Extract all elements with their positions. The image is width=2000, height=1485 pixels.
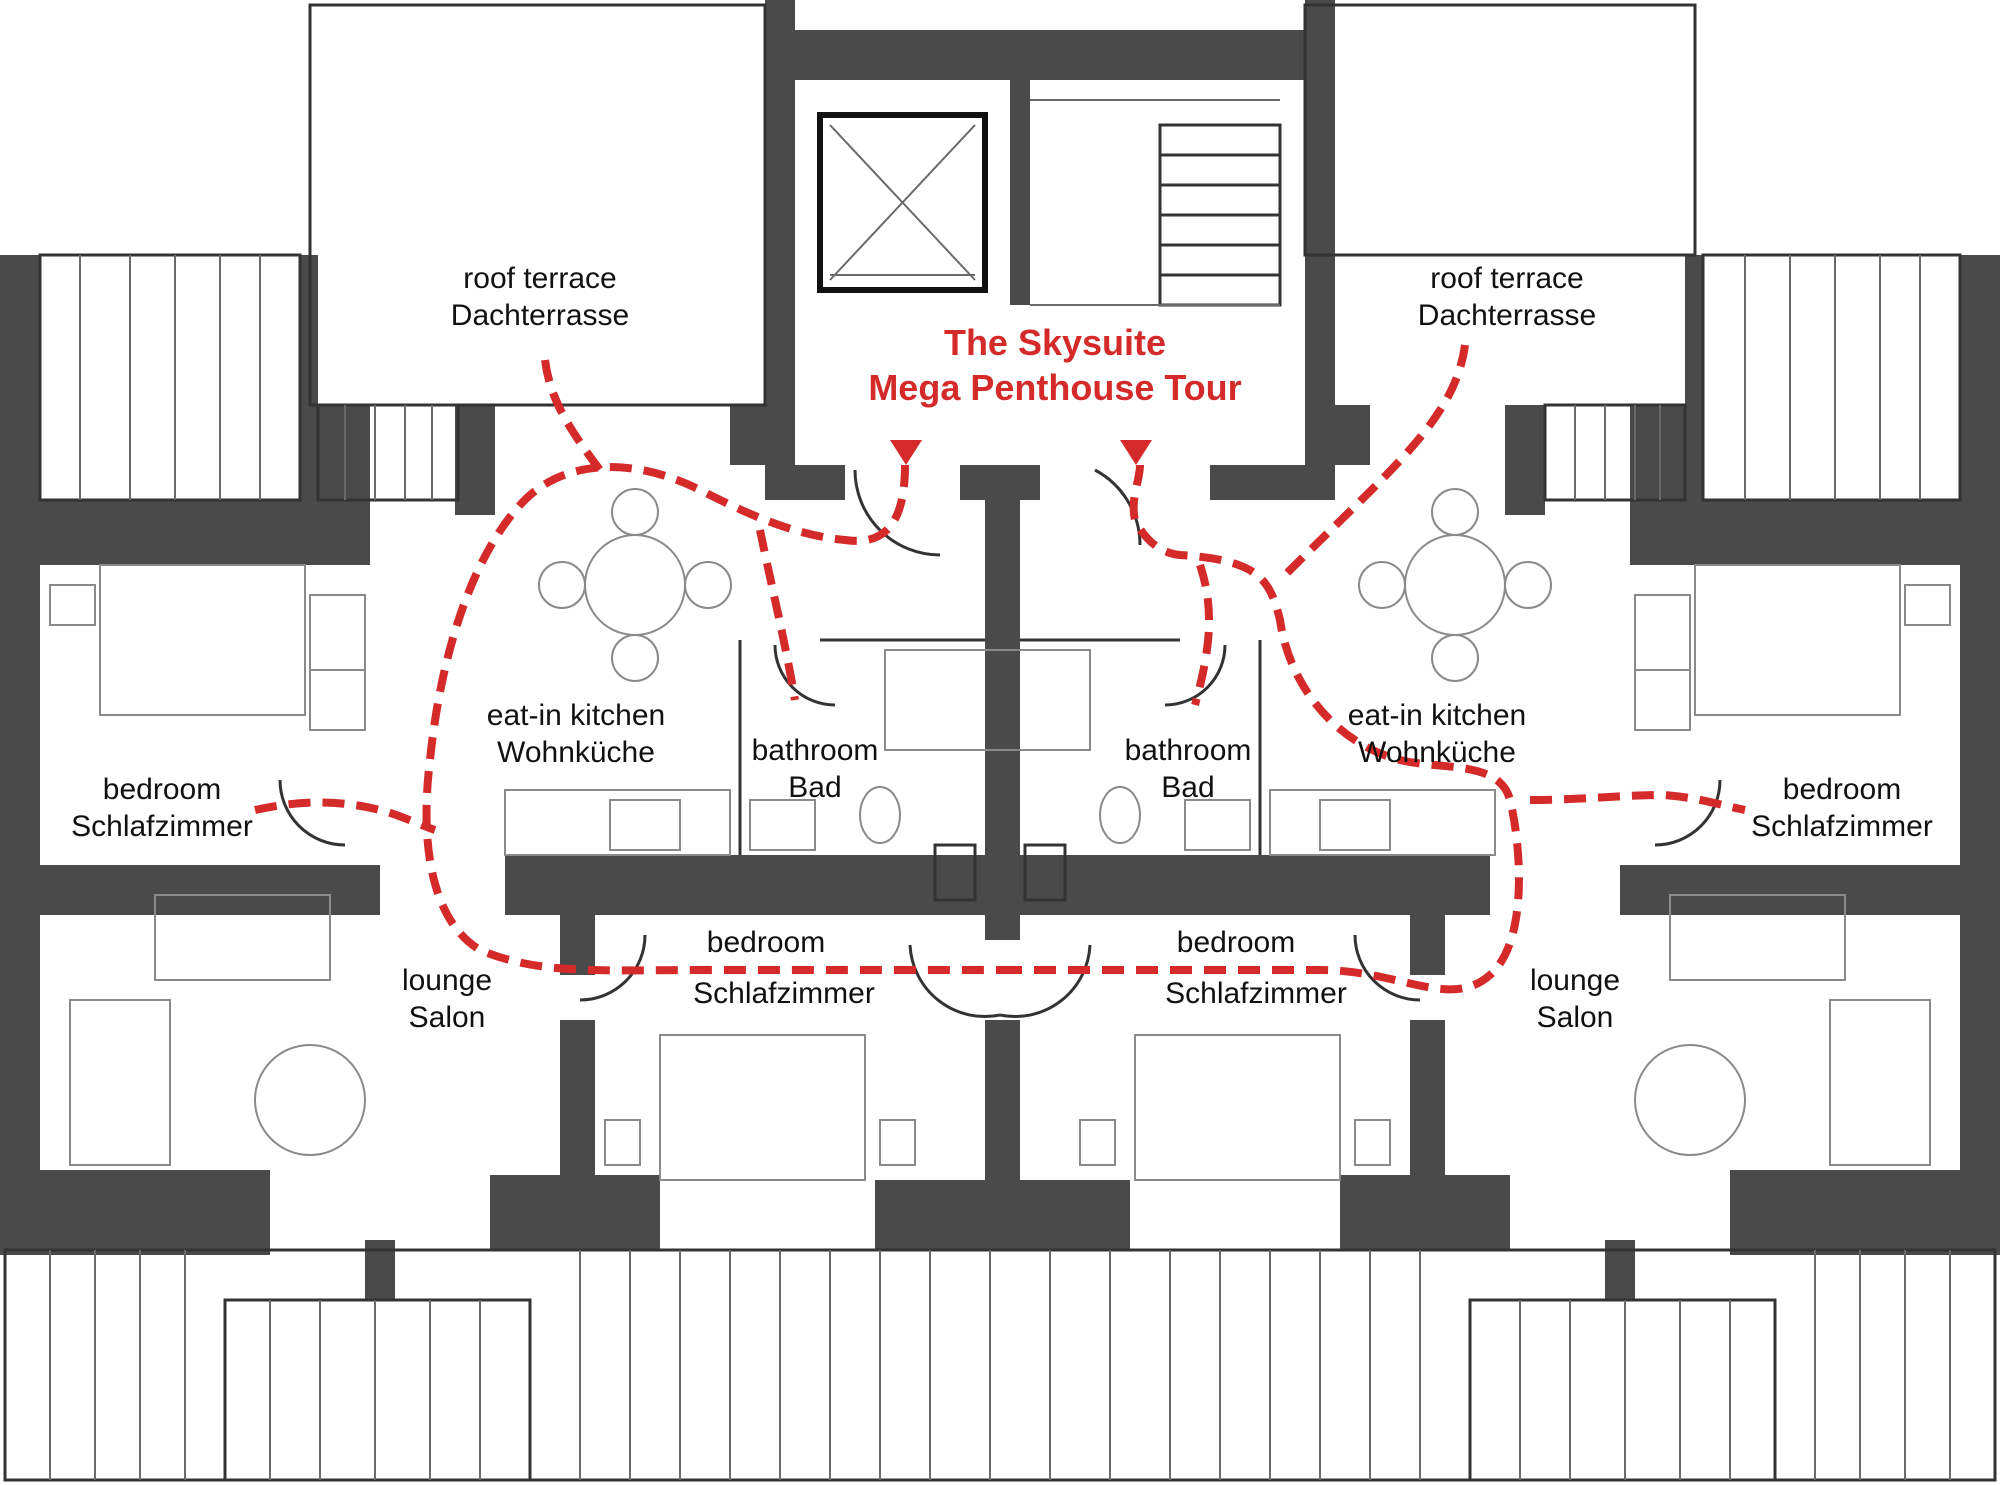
bedroom-outer-right-en: bedroom [1783,773,1901,806]
bedroom-outer-left-de: Schlafzimmer [71,810,253,843]
bathroom-left-de: Bad [788,771,841,804]
walls [0,0,2000,1300]
elevator-icon [817,112,988,293]
facade [3,3,1997,1482]
bedroom-inner-left-en: bedroom [707,926,825,959]
lounge-right-de: Salon [1537,1001,1614,1034]
kitchen-right-en: eat-in kitchen [1348,699,1526,732]
room-labels: roof terrace Dachterrasse roof terrace D… [71,262,1933,1034]
title-line-1: The Skysuite [944,322,1166,363]
bathroom-left-en: bathroom [752,734,879,767]
doors [278,468,1722,1019]
roof-terrace-right-en: roof terrace [1430,262,1583,295]
bedroom-inner-right-en: bedroom [1177,926,1295,959]
kitchen-right-de: Wohnküche [1358,736,1516,769]
bedroom-inner-right-de: Schlafzimmer [1165,977,1347,1010]
kitchen-left-en: eat-in kitchen [487,699,665,732]
roof-terrace-left-de: Dachterrasse [451,299,629,332]
bedroom-inner-left-de: Schlafzimmer [693,977,875,1010]
title-line-2: Mega Penthouse Tour [868,367,1241,408]
kitchen-left-de: Wohnküche [497,736,655,769]
roof-terrace-left-en: roof terrace [463,262,616,295]
bathroom-right-de: Bad [1161,771,1214,804]
entry-marker-left-icon [890,440,922,465]
tour-path [254,344,1746,994]
bathroom-right-en: bathroom [1125,734,1252,767]
roof-terrace-right-de: Dachterrasse [1418,299,1596,332]
lounge-right-en: lounge [1530,964,1620,997]
stairs-icon [1030,99,1282,307]
lounge-left-de: Salon [409,1001,486,1034]
bedroom-outer-right-de: Schlafzimmer [1751,810,1933,843]
bedroom-outer-left-en: bedroom [103,773,221,806]
entry-marker-right-icon [1120,440,1152,465]
furniture [49,488,1951,1181]
lounge-left-en: lounge [402,964,492,997]
